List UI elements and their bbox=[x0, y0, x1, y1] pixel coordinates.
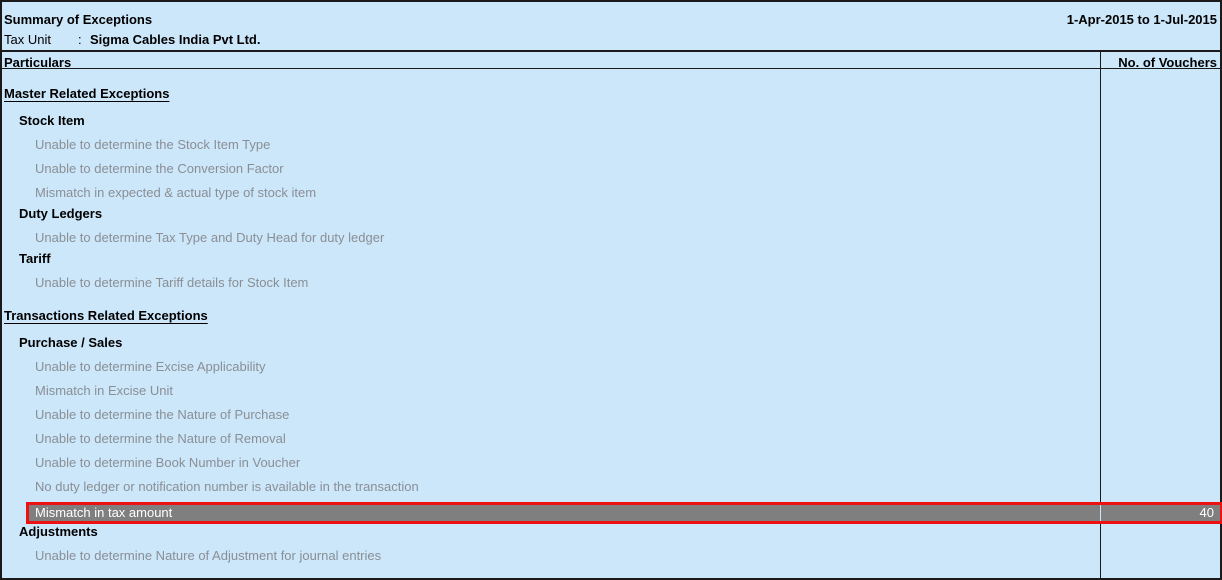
voucher-count-tax-amount-mismatch[interactable]: 40 bbox=[1199, 505, 1214, 520]
group-duty-ledgers[interactable]: Duty Ledgers bbox=[19, 206, 103, 221]
group-tariff[interactable]: Tariff bbox=[19, 251, 51, 266]
exception-row-duty-ledger-tax-type[interactable]: Unable to determine Tax Type and Duty He… bbox=[35, 230, 385, 245]
selected-row-highlight[interactable] bbox=[28, 505, 1220, 521]
exception-row-conversion-factor[interactable]: Unable to determine the Conversion Facto… bbox=[35, 161, 284, 176]
column-header-vouchers: No. of Vouchers bbox=[1118, 55, 1217, 70]
section-transaction-exceptions[interactable]: Transactions Related Exceptions bbox=[4, 308, 208, 323]
exception-row-nature-of-purchase[interactable]: Unable to determine the Nature of Purcha… bbox=[35, 407, 290, 422]
exception-row-stock-type-mismatch[interactable]: Mismatch in expected & actual type of st… bbox=[35, 185, 317, 200]
exception-row-journal-adjustment[interactable]: Unable to determine Nature of Adjustment… bbox=[35, 548, 382, 563]
column-header-particulars: Particulars bbox=[4, 55, 72, 70]
exception-row-nature-of-removal[interactable]: Unable to determine the Nature of Remova… bbox=[35, 431, 286, 446]
group-adjustments[interactable]: Adjustments bbox=[19, 524, 98, 539]
selected-row-outline bbox=[26, 502, 1222, 524]
header-divider bbox=[2, 50, 1220, 52]
exception-row-stock-item-type[interactable]: Unable to determine the Stock Item Type bbox=[35, 137, 271, 152]
exception-row-excise-unit-mismatch[interactable]: Mismatch in Excise Unit bbox=[35, 383, 173, 398]
selected-row-column-divider bbox=[1100, 505, 1101, 521]
exception-row-tax-amount-mismatch[interactable]: Mismatch in tax amount bbox=[35, 505, 173, 520]
exception-row-tariff-details[interactable]: Unable to determine Tariff details for S… bbox=[35, 275, 309, 290]
group-stock-item[interactable]: Stock Item bbox=[19, 113, 85, 128]
report-period: 1-Apr-2015 to 1-Jul-2015 bbox=[1066, 12, 1217, 27]
tax-unit-label: Tax Unit bbox=[4, 32, 51, 47]
tax-unit-value: Sigma Cables India Pvt Ltd. bbox=[90, 32, 261, 47]
section-master-exceptions[interactable]: Master Related Exceptions bbox=[4, 86, 170, 101]
group-purchase-sales[interactable]: Purchase / Sales bbox=[19, 335, 123, 350]
column-header-divider bbox=[2, 68, 1220, 69]
tax-unit-row: Tax Unit: Sigma Cables India Pvt Ltd. bbox=[4, 32, 260, 47]
exception-row-no-duty-ledger[interactable]: No duty ledger or notification number is… bbox=[35, 479, 419, 494]
exception-row-book-number[interactable]: Unable to determine Book Number in Vouch… bbox=[35, 455, 301, 470]
exception-row-excise-applicability[interactable]: Unable to determine Excise Applicability bbox=[35, 359, 266, 374]
report-title: Summary of Exceptions bbox=[4, 12, 153, 27]
tax-unit-separator: : bbox=[78, 32, 82, 47]
column-divider bbox=[1100, 52, 1101, 580]
